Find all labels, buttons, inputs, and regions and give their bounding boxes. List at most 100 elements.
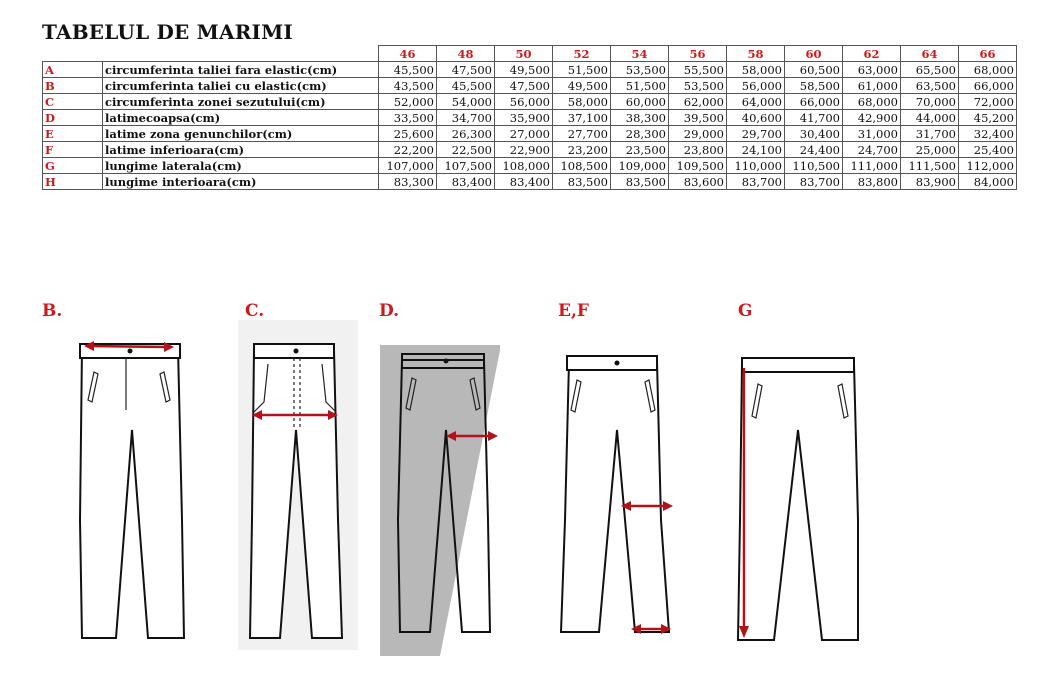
measurement-value: 43,500 — [378, 77, 437, 94]
measurement-value: 51,500 — [552, 61, 611, 78]
figure-label-b: B. — [42, 301, 63, 321]
measurement-value: 111,000 — [842, 157, 901, 174]
measurement-value: 83,500 — [552, 173, 611, 190]
measurement-value: 34,700 — [436, 109, 495, 126]
measurement-label: latime zona genunchilor(cm) — [102, 125, 379, 142]
measurement-value: 29,000 — [668, 125, 727, 142]
measurement-value: 22,200 — [378, 141, 437, 158]
figure-label-d: D. — [379, 301, 400, 321]
measurement-value: 22,900 — [494, 141, 553, 158]
measurement-code: A — [42, 61, 103, 78]
measurement-value: 39,500 — [668, 109, 727, 126]
measurement-value: 28,300 — [610, 125, 669, 142]
measurement-value: 42,900 — [842, 109, 901, 126]
measurement-value: 72,000 — [958, 93, 1017, 110]
measurement-value: 70,000 — [900, 93, 959, 110]
measurement-value: 83,400 — [436, 173, 495, 190]
measurement-value: 22,500 — [436, 141, 495, 158]
size-header-cell: 54 — [610, 45, 669, 62]
measurement-value: 44,000 — [900, 109, 959, 126]
figure-label-g: G — [738, 301, 753, 321]
measurement-value: 24,400 — [784, 141, 843, 158]
measurement-value: 47,500 — [494, 77, 553, 94]
measurement-value: 84,000 — [958, 173, 1017, 190]
measurement-code: E — [42, 125, 103, 142]
measurement-value: 109,000 — [610, 157, 669, 174]
figure-label-ef: E,F — [558, 301, 589, 321]
measurement-value: 112,000 — [958, 157, 1017, 174]
measurement-value: 45,500 — [378, 61, 437, 78]
measurement-label: circumferinta taliei fara elastic(cm) — [102, 61, 379, 78]
measurement-value: 41,700 — [784, 109, 843, 126]
measurement-value: 83,300 — [378, 173, 437, 190]
measurement-value: 61,000 — [842, 77, 901, 94]
measurement-value: 31,700 — [900, 125, 959, 142]
size-header-cell: 56 — [668, 45, 727, 62]
figure-label-c: C. — [245, 301, 265, 321]
measurement-label: lungime laterala(cm) — [102, 157, 379, 174]
measurement-value: 55,500 — [668, 61, 727, 78]
measurement-label: circumferinta taliei cu elastic(cm) — [102, 77, 379, 94]
measurement-value: 38,300 — [610, 109, 669, 126]
measurement-value: 47,500 — [436, 61, 495, 78]
measurement-value: 58,000 — [552, 93, 611, 110]
size-header-cell: 60 — [784, 45, 843, 62]
measurement-value: 35,900 — [494, 109, 553, 126]
measurement-value: 83,800 — [842, 173, 901, 190]
measurement-value: 53,500 — [668, 77, 727, 94]
measurement-value: 60,000 — [610, 93, 669, 110]
measurement-label: latimecoapsa(cm) — [102, 109, 379, 126]
measurement-value: 58,000 — [726, 61, 785, 78]
measurement-value: 56,000 — [726, 77, 785, 94]
measurement-value: 68,000 — [958, 61, 1017, 78]
measurement-value: 66,000 — [784, 93, 843, 110]
measurement-value: 31,000 — [842, 125, 901, 142]
size-header-cell: 62 — [842, 45, 901, 62]
measurement-value: 49,500 — [552, 77, 611, 94]
measurement-value: 54,000 — [436, 93, 495, 110]
measurement-value: 83,400 — [494, 173, 553, 190]
measurement-value: 49,500 — [494, 61, 553, 78]
measurement-value: 64,000 — [726, 93, 785, 110]
measurement-value: 51,500 — [610, 77, 669, 94]
measurement-label: lungime interioara(cm) — [102, 173, 379, 190]
measurement-value: 25,400 — [958, 141, 1017, 158]
size-header-cell: 46 — [378, 45, 437, 62]
measurement-value: 32,400 — [958, 125, 1017, 142]
measurement-code: B — [42, 77, 103, 94]
header-spacer — [42, 45, 379, 62]
measurement-code: H — [42, 173, 103, 190]
measurement-value: 27,000 — [494, 125, 553, 142]
measurement-value: 40,600 — [726, 109, 785, 126]
measurement-value: 25,000 — [900, 141, 959, 158]
size-header-cell: 58 — [726, 45, 785, 62]
measurement-value: 29,700 — [726, 125, 785, 142]
measurement-value: 66,000 — [958, 77, 1017, 94]
measurement-value: 53,500 — [610, 61, 669, 78]
measurement-value: 83,600 — [668, 173, 727, 190]
measurement-value: 25,600 — [378, 125, 437, 142]
measurement-value: 107,000 — [378, 157, 437, 174]
measurement-value: 45,200 — [958, 109, 1017, 126]
measurement-value: 23,800 — [668, 141, 727, 158]
measurement-value: 83,900 — [900, 173, 959, 190]
measurement-value: 23,200 — [552, 141, 611, 158]
measurement-value: 111,500 — [900, 157, 959, 174]
size-header-cell: 66 — [958, 45, 1017, 62]
measurement-value: 58,500 — [784, 77, 843, 94]
measurement-value: 26,300 — [436, 125, 495, 142]
size-header-cell: 52 — [552, 45, 611, 62]
measurement-value: 68,000 — [842, 93, 901, 110]
measurement-value: 23,500 — [610, 141, 669, 158]
measurement-value: 108,000 — [494, 157, 553, 174]
measurement-value: 107,500 — [436, 157, 495, 174]
measurement-value: 37,100 — [552, 109, 611, 126]
trousers-diagram-d — [380, 320, 500, 656]
